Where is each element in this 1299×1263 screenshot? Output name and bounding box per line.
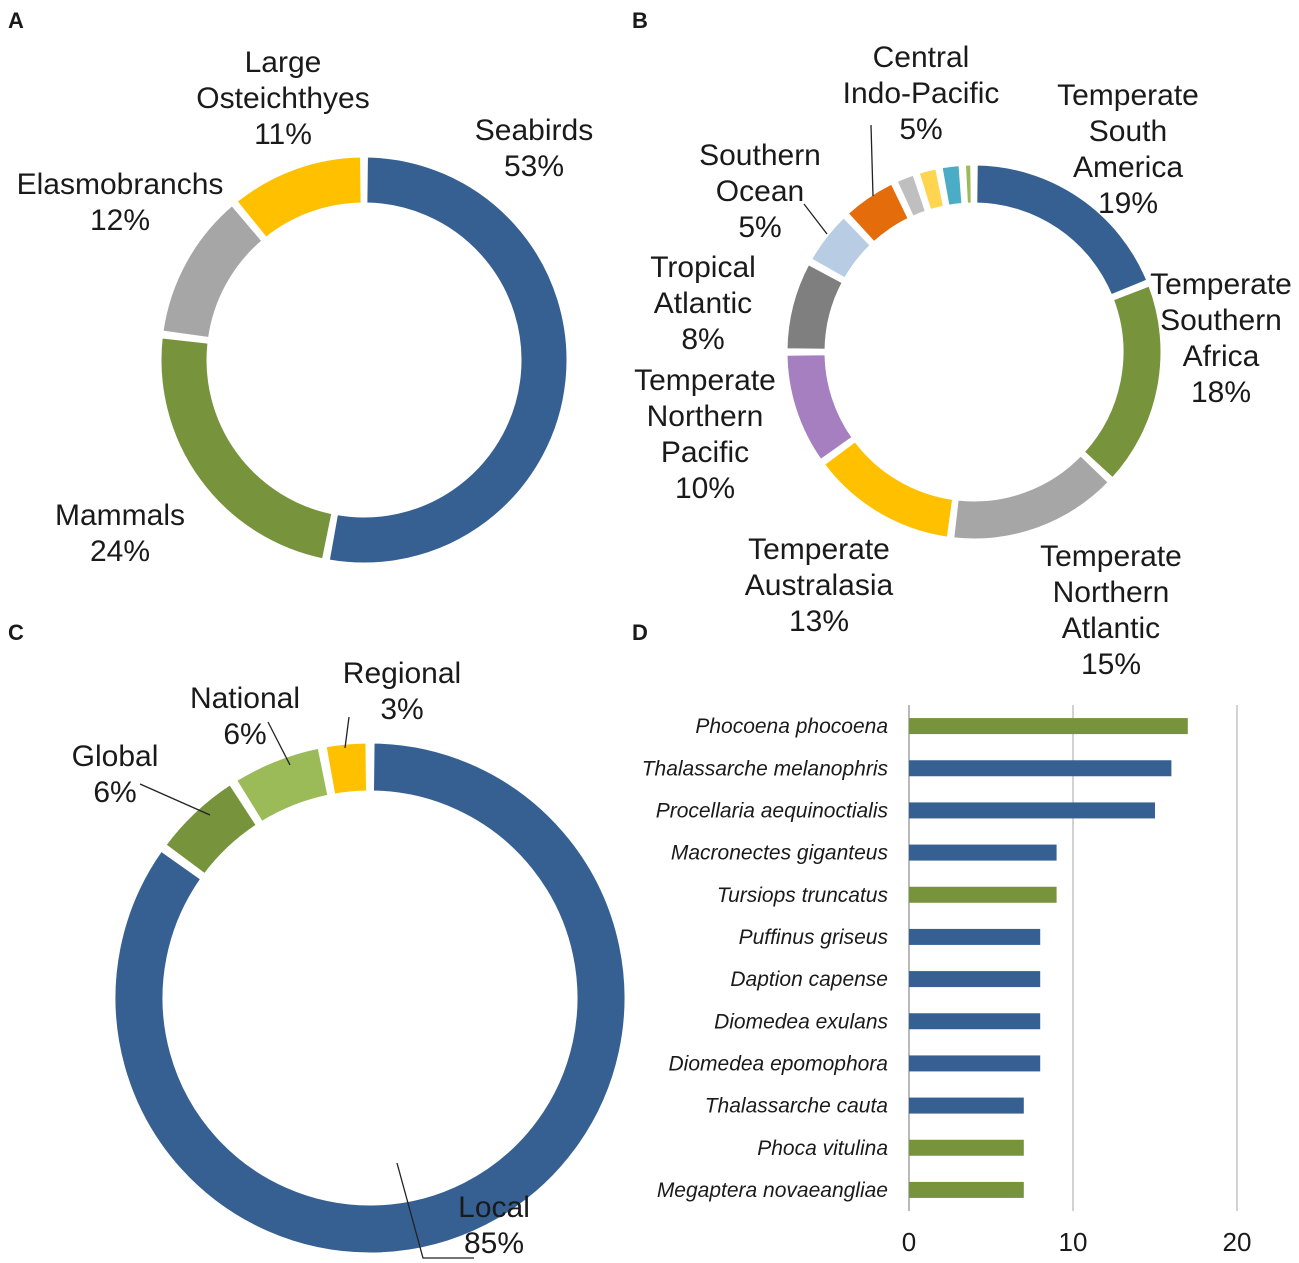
leader-line-national — [267, 721, 291, 766]
panel-letter-b: B — [632, 8, 648, 33]
slice-other-8 — [894, 172, 929, 220]
panel-letter-c: C — [8, 620, 24, 645]
bar-puffinus-griseus — [909, 928, 1041, 945]
slice-seabirds — [326, 154, 570, 566]
slice-large-osteichthyes — [233, 154, 364, 241]
slice-other-9 — [916, 165, 947, 213]
slice-national — [233, 745, 331, 825]
category-label: Diomedea epomophora — [669, 1052, 888, 1075]
bar-tursiops-truncatus — [909, 886, 1057, 903]
leader-line-regional — [344, 716, 350, 749]
bar-procellaria-aequinoctialis — [909, 802, 1155, 819]
leader-line-local — [396, 1162, 474, 1259]
category-label: Megaptera novaeangliae — [657, 1179, 888, 1202]
panel-letter-d: D — [632, 620, 648, 645]
bar-phoca-vitulina — [909, 1139, 1024, 1156]
x-tick-label: 0 — [902, 1227, 916, 1257]
category-label: Daption capense — [730, 968, 888, 991]
panel-letter-a: A — [8, 8, 24, 33]
slice-temperate-south-america — [974, 162, 1150, 298]
category-label: Puffinus griseus — [739, 926, 889, 949]
category-label: Thalassarche cauta — [705, 1095, 888, 1118]
leader-line-central-indo-pacific — [870, 124, 874, 197]
bar-diomedea-epomophora — [909, 1055, 1041, 1072]
slice-temperate-northern-pacific — [784, 352, 856, 463]
slice-mammals — [158, 335, 335, 562]
x-tick-label: 10 — [1059, 1227, 1088, 1257]
category-label: Thalassarche melanophris — [642, 757, 889, 780]
bar-thalassarche-melanophris — [909, 760, 1172, 777]
leader-line-global — [139, 783, 211, 816]
bar-diomedea-exulans — [909, 1013, 1041, 1030]
slice-southern-ocean — [808, 214, 874, 282]
bar-daption-capense — [909, 971, 1041, 988]
slice-local — [112, 740, 628, 1256]
slice-elasmobranchs — [160, 202, 266, 341]
slice-temperate-australasia — [821, 438, 956, 540]
category-label: Macronectes giganteus — [671, 842, 889, 865]
bar-phocoena-phocoena — [909, 718, 1188, 735]
category-label: Procellaria aequinoctialis — [656, 799, 889, 822]
category-label: Phoca vitulina — [757, 1137, 888, 1160]
slice-regional — [323, 740, 370, 797]
slice-tropical-atlantic — [784, 261, 846, 352]
category-label: Phocoena phocoena — [695, 715, 888, 738]
slice-other-11 — [962, 162, 974, 206]
slice-other-10 — [939, 162, 965, 209]
bar-thalassarche-cauta — [909, 1097, 1024, 1114]
slice-temperate-northern-atlantic — [951, 452, 1112, 542]
slice-central-indo-pacific — [844, 180, 912, 246]
leader-line-southern-ocean — [803, 203, 828, 235]
bar-megaptera-novaeangliae — [909, 1181, 1024, 1198]
slice-global — [162, 781, 260, 878]
category-label: Tursiops truncatus — [717, 884, 889, 907]
category-label: Diomedea exulans — [714, 1010, 888, 1033]
bar-macronectes-giganteus — [909, 844, 1057, 861]
slice-temperate-southern-africa — [1080, 282, 1164, 482]
x-tick-label: 20 — [1223, 1227, 1252, 1257]
